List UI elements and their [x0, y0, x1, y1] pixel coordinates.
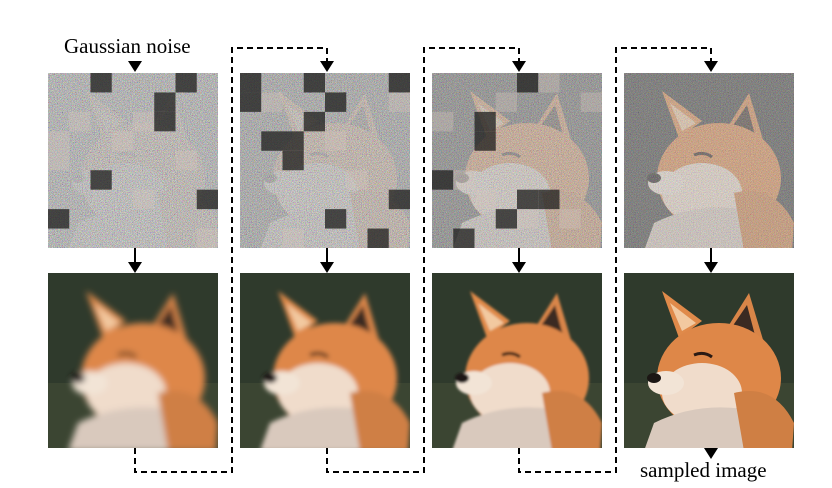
connector-2-3 [326, 47, 520, 473]
down-arrow-icon [704, 448, 718, 459]
noisy-image-4 [624, 73, 794, 248]
down-arrow-icon [512, 262, 526, 273]
connector-lines [134, 47, 712, 473]
noisy-image-1 [48, 73, 218, 248]
noisy-image-2 [240, 73, 410, 248]
denoised-image-2 [240, 273, 410, 448]
down-arrow-icon [704, 61, 718, 72]
arrowheads [128, 61, 718, 459]
down-arrow-icon [512, 61, 526, 72]
gaussian-noise-label: Gaussian noise [64, 34, 191, 58]
connector-1-2 [134, 47, 328, 473]
down-arrow-icon [128, 61, 142, 72]
down-arrow-icon [320, 262, 334, 273]
down-arrow-icon [320, 61, 334, 72]
short-stems [134, 248, 712, 262]
down-arrow-icon [704, 262, 718, 273]
down-arrow-icon [128, 262, 142, 273]
connector-3-4 [518, 47, 712, 473]
denoised-image-1 [48, 273, 218, 448]
denoised-image-4 [624, 273, 794, 448]
sampled-image-label: sampled image [640, 458, 767, 482]
noisy-image-3 [432, 73, 602, 248]
denoised-image-3 [432, 273, 602, 448]
